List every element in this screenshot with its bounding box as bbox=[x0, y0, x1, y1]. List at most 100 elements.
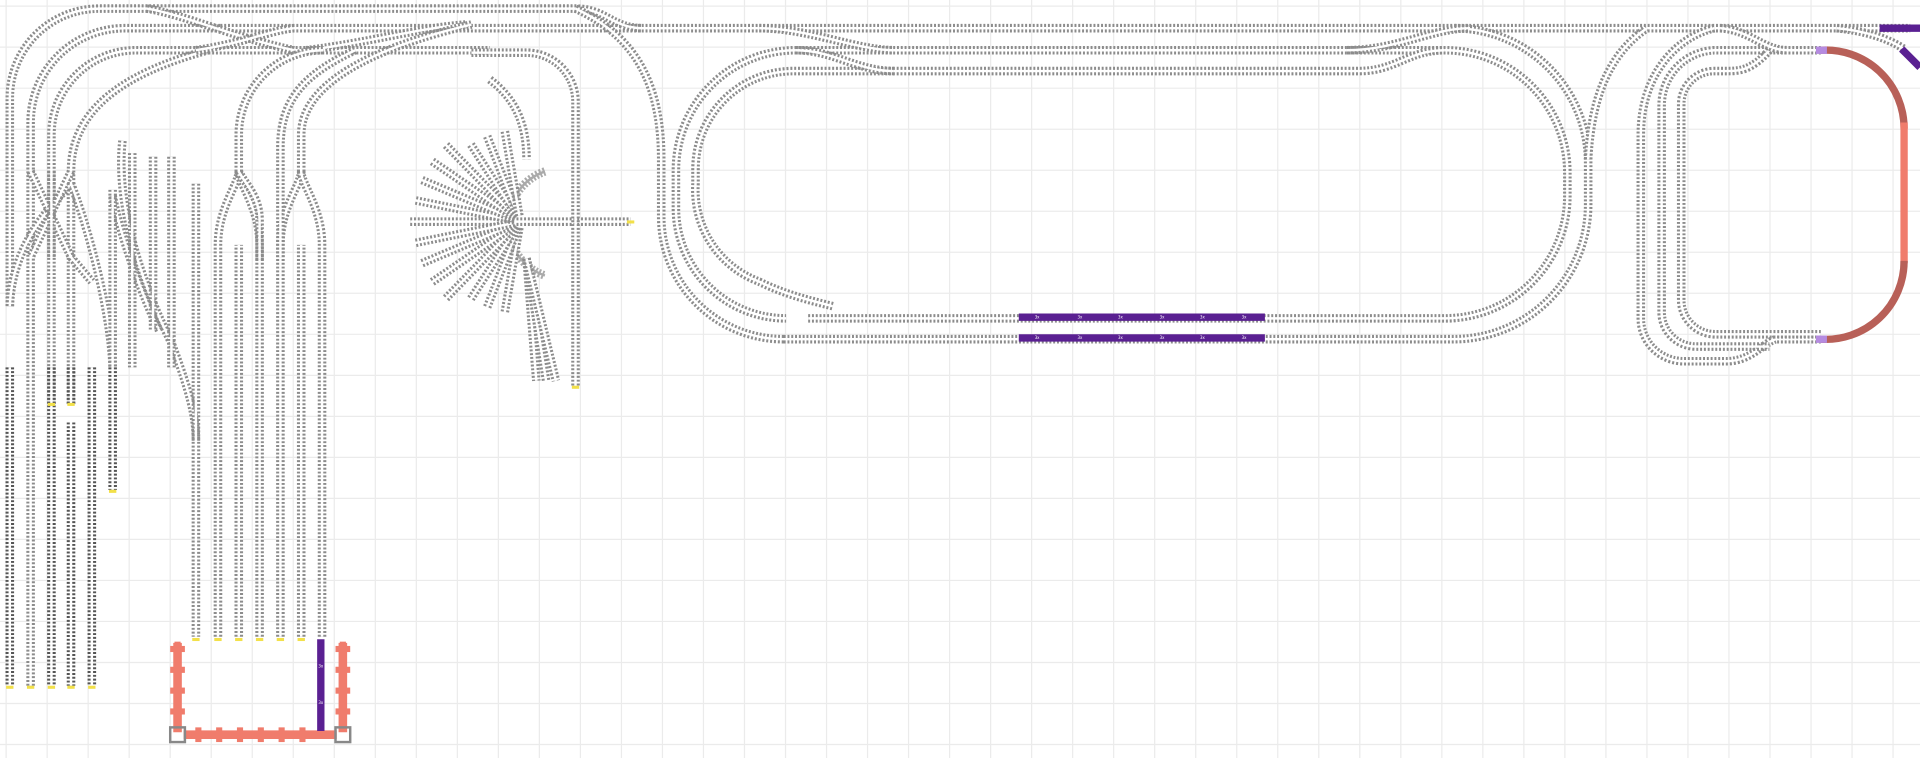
flex-connector bbox=[339, 704, 346, 719]
segment-label: 3x bbox=[1200, 314, 1205, 319]
crossing-piece[interactable] bbox=[168, 726, 187, 744]
track-end-marker bbox=[1815, 46, 1827, 54]
track-end-marker bbox=[67, 402, 75, 406]
rail-overlay bbox=[485, 226, 520, 308]
rail-overlay bbox=[430, 224, 517, 284]
flex-connector bbox=[216, 727, 223, 743]
segment-label: 3x bbox=[1035, 314, 1040, 319]
track-end-marker bbox=[47, 402, 56, 406]
segment-label: 3x bbox=[1160, 314, 1165, 319]
segment-label: 3x bbox=[1200, 335, 1205, 340]
rail-overlay bbox=[694, 49, 1445, 308]
rail-overlay bbox=[469, 143, 519, 218]
rail-overlay bbox=[300, 171, 324, 637]
rail-overlay bbox=[444, 143, 518, 219]
rail-overlay bbox=[574, 7, 1590, 341]
flex-connector bbox=[339, 683, 346, 698]
rail-overlay bbox=[759, 26, 894, 52]
segment-label: 3x bbox=[1035, 335, 1040, 340]
rail-overlay bbox=[1639, 26, 1821, 363]
track-oval-middle[interactable] bbox=[671, 45, 1572, 323]
flex-connector bbox=[278, 727, 285, 743]
track-oval-outer[interactable] bbox=[573, 4, 1593, 344]
rail-overlay bbox=[795, 49, 894, 73]
track-end-marker bbox=[571, 385, 580, 389]
track-layout: 3x 3x 3x 3x 3x 3x 3x 3x 3x 3x 3x 3x 3x 3… bbox=[5, 4, 1920, 744]
rail-overlay bbox=[503, 130, 521, 216]
flex-connector bbox=[339, 662, 346, 678]
flex-connector bbox=[174, 704, 181, 719]
rail-overlay bbox=[1680, 49, 1821, 336]
rail-overlay bbox=[237, 49, 324, 172]
rail-overlay bbox=[195, 26, 294, 52]
track-end-marker bbox=[108, 489, 117, 493]
rail-overlay bbox=[1346, 26, 1470, 52]
rail-overlay bbox=[1836, 26, 1905, 51]
rail-overlay bbox=[300, 23, 472, 172]
flex-connector bbox=[195, 727, 202, 743]
rail-overlay bbox=[503, 227, 521, 313]
segment-label: 3x bbox=[1118, 314, 1123, 319]
rail-overlay bbox=[420, 178, 516, 221]
flex-connector bbox=[299, 727, 306, 743]
rail-overlay bbox=[8, 7, 643, 307]
track-end-marker bbox=[276, 637, 285, 642]
segment-label: 3x bbox=[1242, 335, 1247, 340]
track-end-marker bbox=[6, 685, 14, 689]
flex-connector bbox=[174, 683, 181, 698]
rail-overlay bbox=[237, 170, 261, 260]
turntable-fan bbox=[413, 130, 561, 382]
segment-label: 3x bbox=[1078, 314, 1083, 319]
track-left-loop-4[interactable] bbox=[66, 46, 210, 405]
track-end-marker bbox=[626, 220, 635, 224]
rail-overlay bbox=[279, 49, 356, 258]
rail-overlay bbox=[1660, 48, 1821, 348]
rail-overlay bbox=[469, 226, 519, 300]
rail-overlay bbox=[430, 159, 517, 220]
track-end-marker bbox=[192, 637, 200, 642]
track-end-marker bbox=[214, 637, 222, 642]
segment-label: 3x bbox=[1118, 335, 1123, 340]
track-end-marker bbox=[88, 685, 96, 689]
rail-overlay bbox=[1720, 26, 1788, 52]
flex-connector bbox=[174, 662, 181, 678]
rail-overlay bbox=[69, 49, 209, 405]
track-end-marker bbox=[297, 637, 305, 642]
rail-overlay bbox=[29, 26, 221, 686]
rail-overlay bbox=[525, 258, 558, 382]
segment-label: 3x bbox=[1078, 335, 1083, 340]
track-end-marker bbox=[1815, 335, 1827, 343]
special-track-segment[interactable] bbox=[1899, 46, 1920, 70]
rail-overlay bbox=[414, 221, 515, 245]
track-right-loop-inner[interactable] bbox=[1676, 47, 1821, 339]
crossing-piece[interactable] bbox=[334, 726, 352, 744]
rail-overlay bbox=[674, 48, 1569, 320]
segment-label: 3x bbox=[1160, 335, 1165, 340]
segment-label: 3x bbox=[318, 700, 323, 705]
track-end-marker bbox=[47, 685, 56, 689]
flex-connector bbox=[174, 641, 181, 657]
track-end-marker bbox=[67, 685, 75, 689]
rail-overlay bbox=[50, 48, 490, 405]
curve-track-segment[interactable] bbox=[1820, 260, 1908, 343]
rail-overlay bbox=[146, 7, 295, 52]
rail-overlay bbox=[1586, 27, 1648, 160]
flex-connector bbox=[236, 727, 244, 743]
rail-overlay bbox=[420, 222, 516, 265]
rail-overlay bbox=[414, 199, 515, 222]
flex-connector bbox=[257, 727, 264, 743]
rail-overlay bbox=[444, 225, 518, 300]
rail-overlay bbox=[489, 78, 528, 160]
curve-track-segment[interactable] bbox=[1820, 46, 1908, 129]
rail-overlay bbox=[29, 170, 93, 283]
rail-overlay bbox=[8, 181, 114, 368]
track-end-marker bbox=[26, 685, 35, 689]
segment-label: 3x bbox=[1242, 314, 1247, 319]
track-end-marker bbox=[255, 637, 264, 642]
rail-overlay bbox=[485, 135, 520, 217]
flex-connectors bbox=[170, 641, 351, 743]
track-end-marker bbox=[235, 637, 243, 642]
flex-connector bbox=[339, 641, 346, 657]
